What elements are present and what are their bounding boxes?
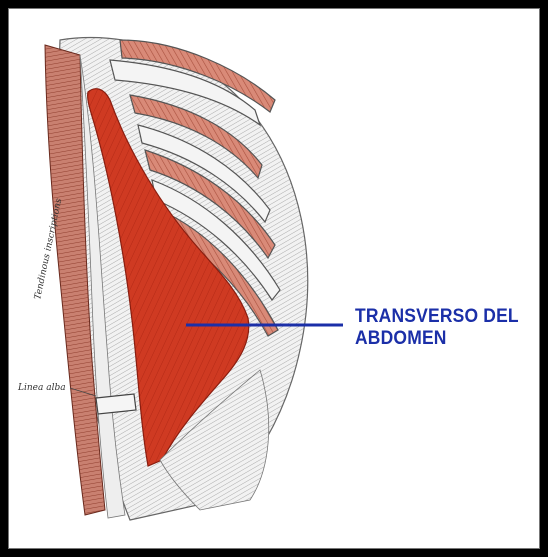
illustration-annotation-2: Linea alba (17, 383, 66, 393)
structure-label: TRANSVERSO DEL ABDOMEN (355, 306, 525, 350)
label-line-1: TRANSVERSO DEL (355, 306, 525, 328)
tendinous-band (96, 394, 136, 414)
label-line-2: ABDOMEN (355, 328, 525, 350)
